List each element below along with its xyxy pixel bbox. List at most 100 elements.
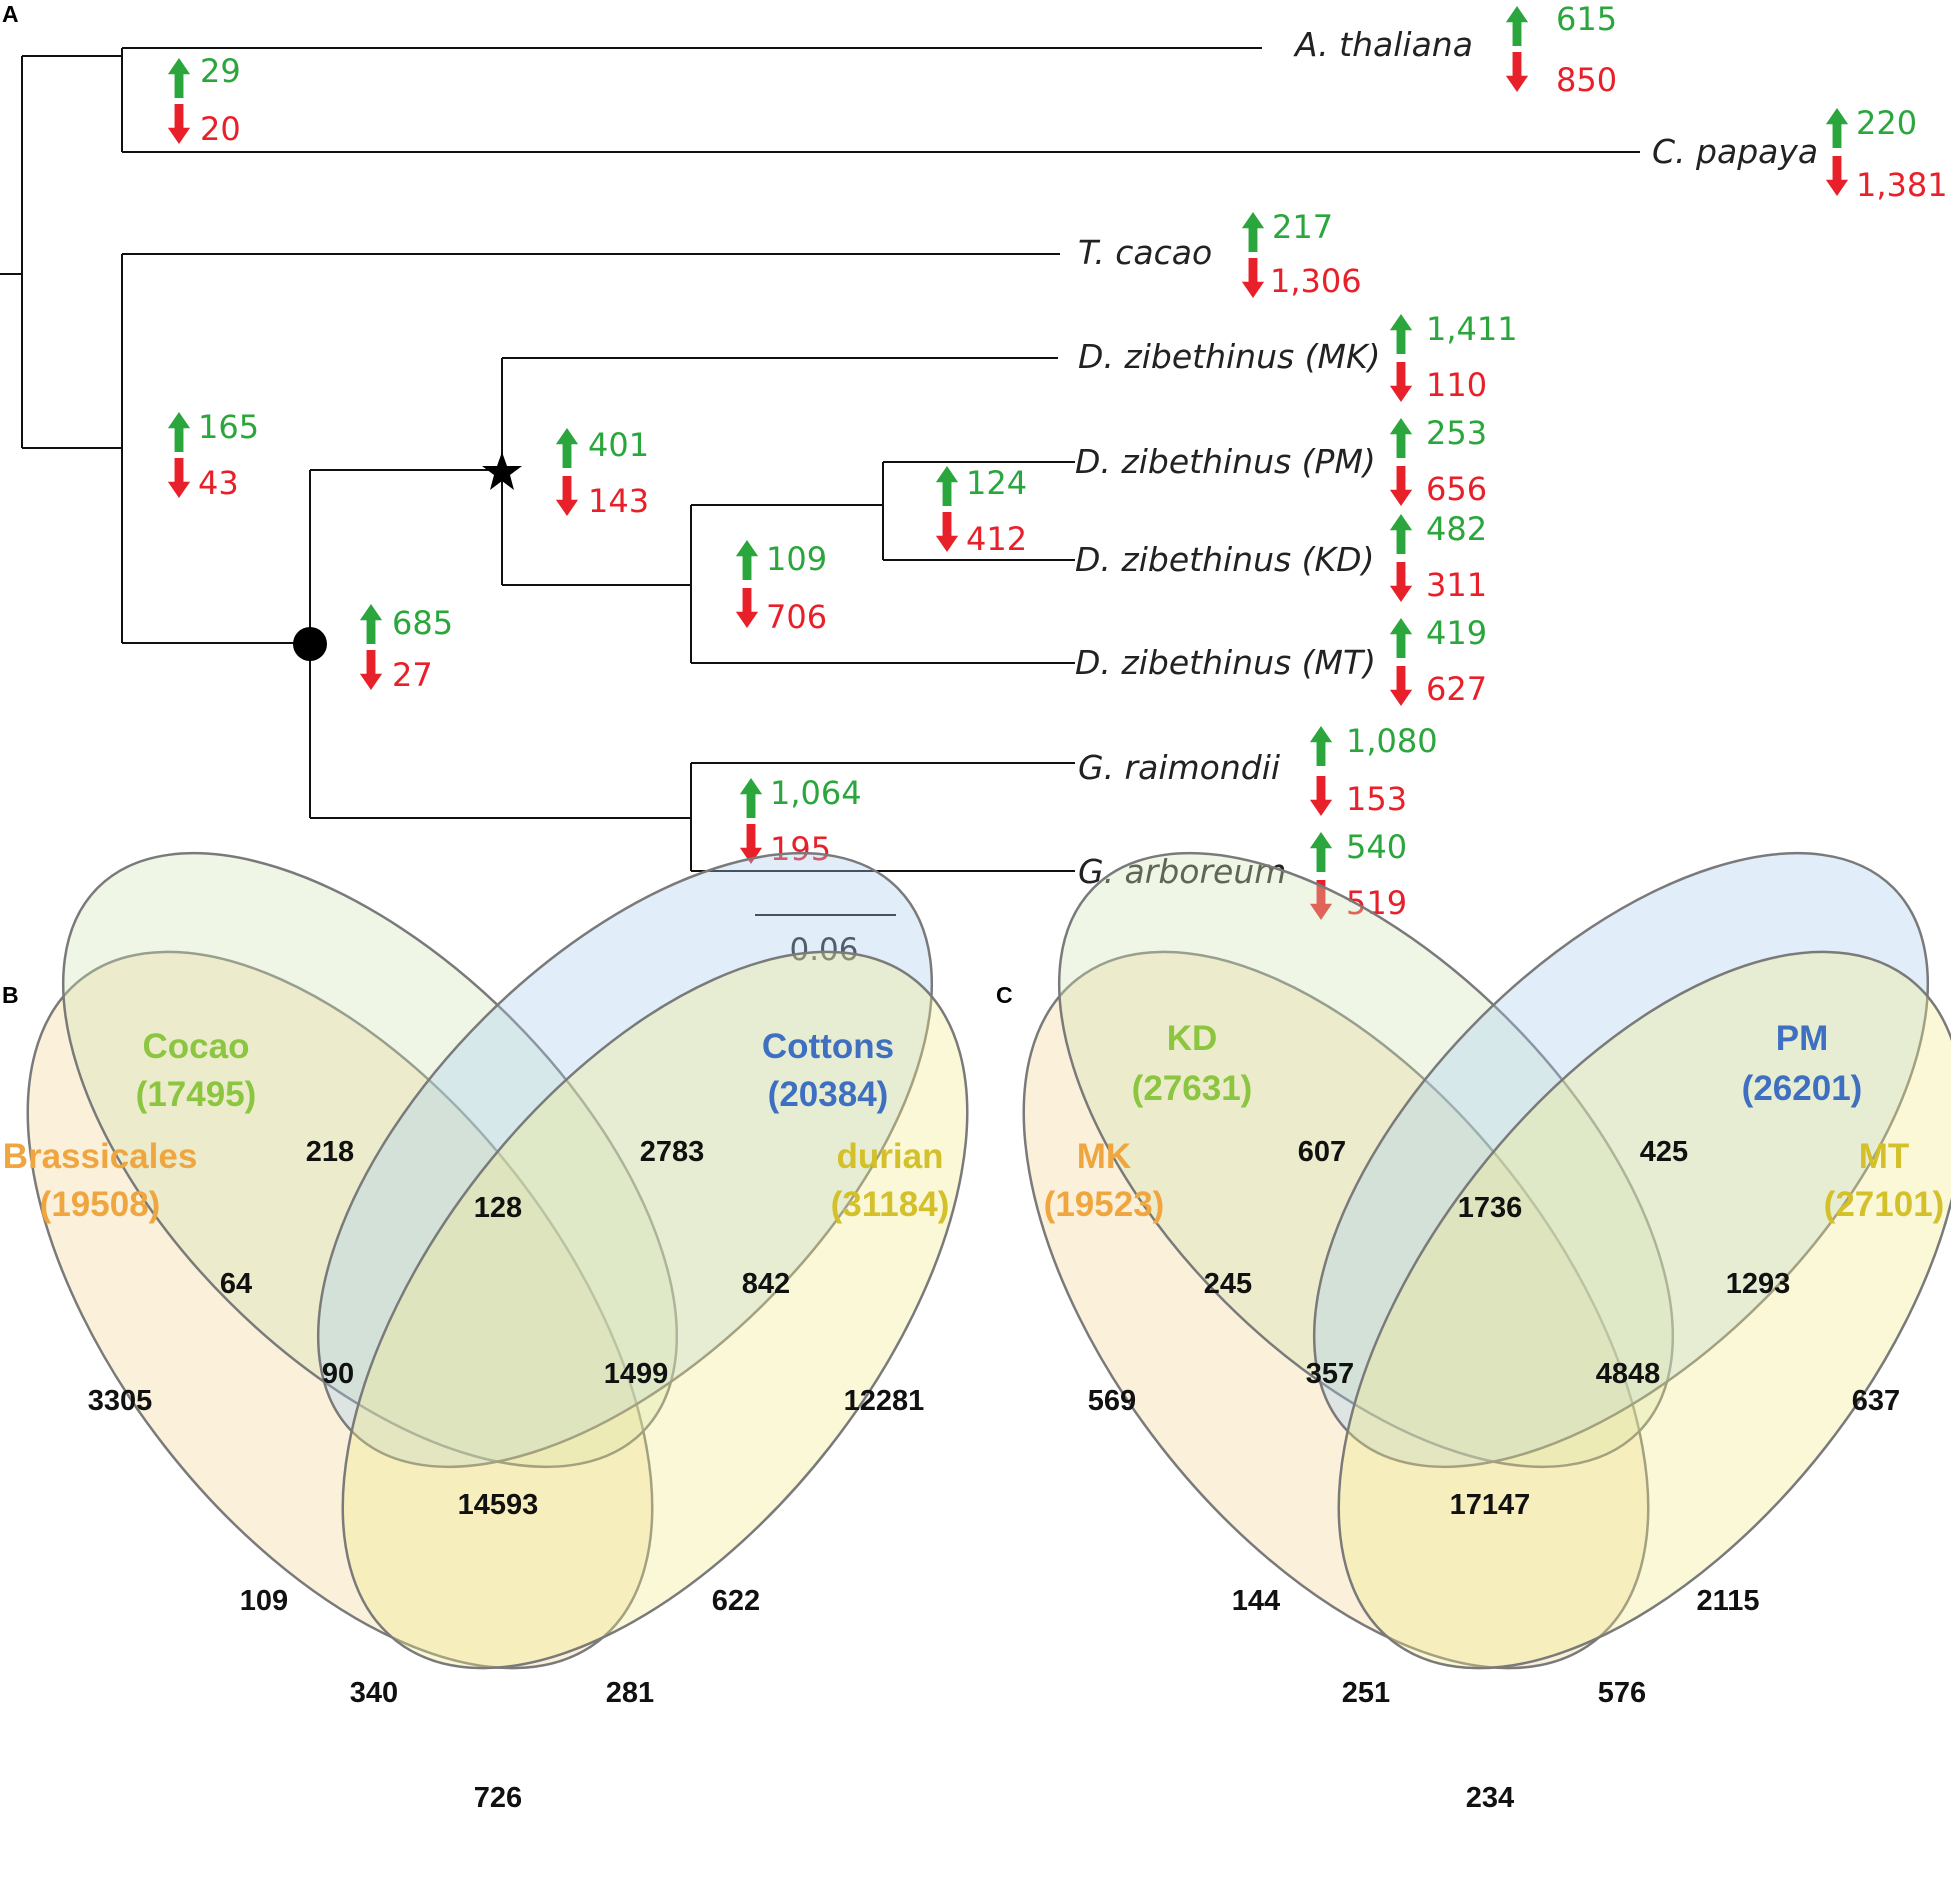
species-label: D. zibethinus (KD) (1075, 540, 1374, 579)
loss-count: 143 (588, 482, 649, 520)
region-count: 607 (1298, 1136, 1346, 1168)
venn-c-ellipses (1022, 851, 1951, 1670)
gain-count: 685 (392, 604, 453, 642)
species-gain-loss: 615 850 220 1,381 217 1,306 1,411 110 25… (1241, 0, 1948, 922)
species-label: A. thaliana (1293, 25, 1473, 64)
gain-count: 540 (1346, 828, 1407, 866)
venn-c-set-labels: MK (19523) KD (27631) PM (26201) MT (271… (1044, 1019, 1945, 1224)
gain-count: 482 (1426, 510, 1487, 548)
region-count: 128 (474, 1192, 522, 1224)
gain-count: 220 (1856, 104, 1917, 142)
loss-arrow-icon (1505, 52, 1529, 92)
node-gain-loss: 29 20 165 43 685 27 401 143 109 706 124 … (167, 52, 1027, 868)
region-count: 64 (220, 1268, 252, 1300)
region-count: 2115 (1697, 1585, 1760, 1617)
gain-count: 1,080 (1346, 722, 1438, 760)
set-label-count: (19523) (1044, 1185, 1165, 1224)
region-count: 144 (1232, 1585, 1280, 1617)
region-count: 234 (1466, 1782, 1514, 1814)
node-star-marker (482, 452, 522, 490)
loss-count: 1,306 (1270, 262, 1362, 300)
loss-arrow-icon (935, 512, 959, 552)
loss-count: 20 (200, 110, 241, 148)
set-label-name: Cottons (762, 1027, 894, 1066)
panel-c-letter: C (996, 982, 1013, 1008)
gain-arrow-icon (1389, 314, 1413, 354)
panel-b-letter: B (2, 982, 19, 1008)
set-label-count: (19508) (40, 1185, 161, 1224)
loss-arrow-icon (1389, 562, 1413, 602)
region-count: 2783 (640, 1136, 705, 1168)
panel-a-phylogeny: A (0, 0, 1948, 968)
loss-arrow-icon (359, 650, 383, 690)
node-circle-marker (293, 627, 327, 661)
gain-count: 29 (200, 52, 241, 90)
set-label-count: (27631) (1132, 1069, 1253, 1108)
set-label-name: MK (1077, 1137, 1131, 1176)
gain-arrow-icon (735, 540, 759, 580)
loss-arrow-icon (1309, 776, 1333, 816)
venn-set-pm (1312, 851, 1930, 1469)
loss-arrow-icon (167, 458, 191, 498)
region-count: 576 (1598, 1677, 1646, 1709)
set-label-count: (17495) (136, 1075, 257, 1114)
species-label: T. cacao (1078, 233, 1212, 272)
scale-bar-label: 0.06 (789, 932, 858, 968)
gain-count: 253 (1426, 414, 1487, 452)
species-label: D. zibethinus (MT) (1075, 643, 1376, 682)
gain-arrow-icon (1389, 618, 1413, 658)
region-count: 1499 (604, 1358, 669, 1390)
gain-arrow-icon (1389, 418, 1413, 458)
loss-arrow-icon (1389, 466, 1413, 506)
gain-arrow-icon (739, 778, 763, 818)
region-count: 425 (1640, 1136, 1688, 1168)
gain-count: 1,411 (1426, 310, 1518, 348)
region-count: 109 (240, 1585, 288, 1617)
set-label-count: (27101) (1824, 1185, 1945, 1224)
loss-count: 1,381 (1856, 166, 1948, 204)
species-label: C. papaya (1652, 132, 1818, 171)
gain-count: 401 (588, 426, 649, 464)
region-count: 357 (1306, 1358, 1354, 1390)
region-count: 251 (1342, 1677, 1390, 1709)
scale-bar: 0.06 (755, 914, 896, 968)
region-count: 569 (1088, 1385, 1136, 1417)
region-count: 726 (474, 1782, 522, 1814)
venn-b-region-counts: 3305 218 2783 12281 64 128 842 726 90 14… (88, 1136, 925, 1814)
region-count: 4848 (1596, 1358, 1661, 1390)
region-count: 622 (712, 1585, 760, 1617)
loss-count: 110 (1426, 366, 1487, 404)
set-label-name: KD (1167, 1019, 1218, 1058)
gain-arrow-icon (1309, 726, 1333, 766)
set-label-name: Cocao (143, 1027, 250, 1066)
region-count: 340 (350, 1677, 398, 1709)
gain-arrow-icon (1389, 514, 1413, 554)
loss-count: 627 (1426, 670, 1487, 708)
gain-count: 124 (966, 464, 1027, 502)
gain-arrow-icon (1241, 212, 1265, 252)
panel-c-venn: C MK (19523) KD (27631) PM (26201) MT (2… (996, 851, 1951, 1814)
loss-count: 850 (1556, 61, 1617, 99)
set-label-name: durian (837, 1137, 944, 1176)
set-label-count: (26201) (1742, 1069, 1863, 1108)
venn-b-set-labels: Brassicales (19508) Cocao (17495) Cotton… (3, 1027, 950, 1224)
region-count: 1293 (1726, 1268, 1791, 1300)
loss-arrow-icon (1241, 258, 1265, 298)
gain-arrow-icon (935, 466, 959, 506)
gain-arrow-icon (167, 58, 191, 98)
gain-arrow-icon (1825, 108, 1849, 148)
venn-set-cottons (316, 851, 934, 1469)
venn-set-mk (1022, 950, 1650, 1670)
gain-count: 1,064 (770, 774, 862, 812)
gain-count: 217 (1272, 208, 1333, 246)
venn-set-cocao (61, 851, 679, 1469)
gain-arrow-icon (555, 428, 579, 468)
loss-count: 195 (770, 830, 831, 868)
set-label-count: (20384) (768, 1075, 889, 1114)
region-count: 637 (1852, 1385, 1900, 1417)
gain-arrow-icon (167, 412, 191, 452)
species-label: D. zibethinus (MK) (1078, 337, 1381, 376)
set-label-name: MT (1859, 1137, 1910, 1176)
gain-arrow-icon (1505, 6, 1529, 46)
loss-arrow-icon (1825, 156, 1849, 196)
